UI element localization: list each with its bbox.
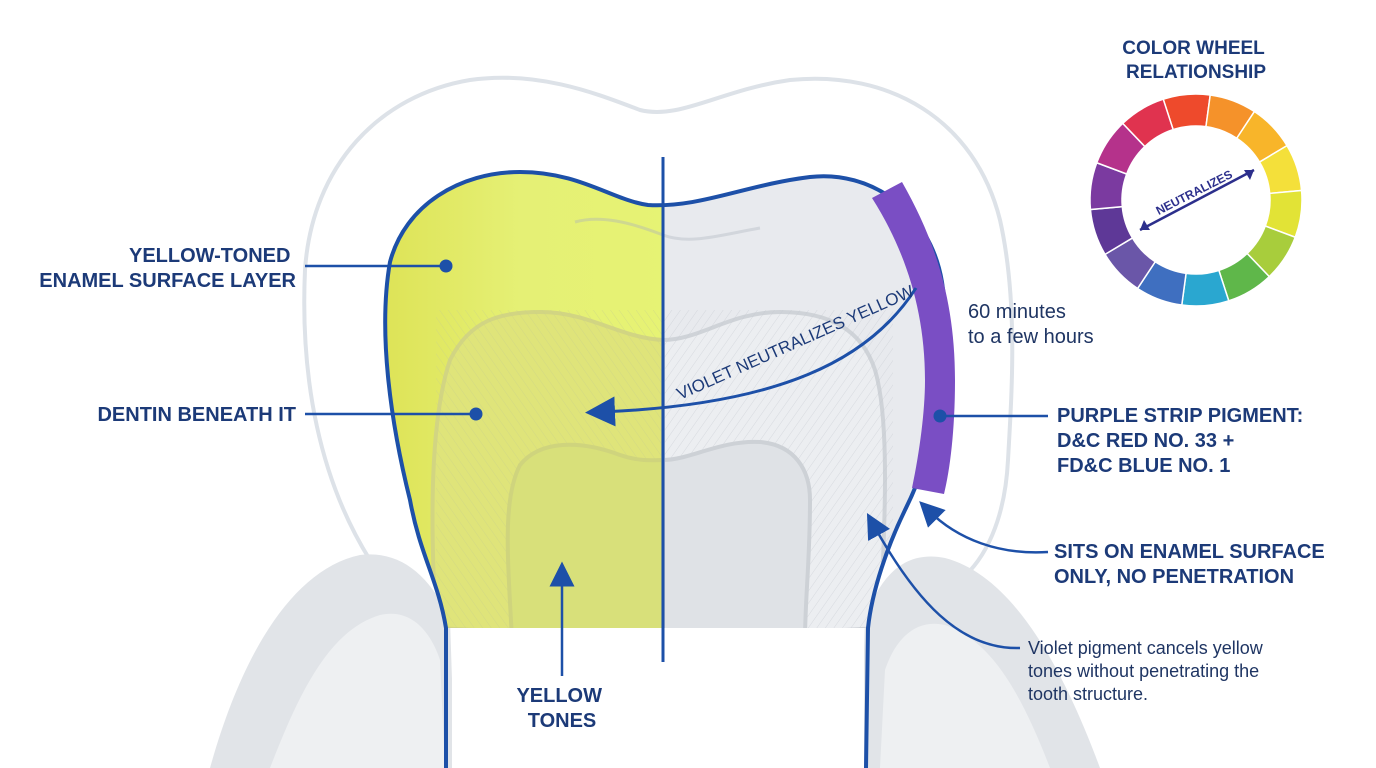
pulp-yellow [505,442,663,628]
dentin-dot [469,407,483,421]
neutralizes-label: NEUTRALIZES [1154,167,1235,218]
color-wheel-segments [1089,93,1303,307]
gum-right-inner [880,623,1050,768]
enamel-dot [439,259,453,273]
enamel-label: YELLOW-TONED ENAMEL SURFACE LAYER [39,245,296,292]
tooth-root-area [452,628,864,768]
violet-cancels-label: Violet pigment cancels yellow tones with… [1028,638,1268,704]
sits-on-label: SITS ON ENAMEL SURFACE ONLY, NO PENETRAT… [1054,541,1330,588]
pulp-grey [663,439,813,628]
yellow-tones-label: YELLOW TONES [516,685,607,732]
neutralizes-arrow [1139,168,1255,232]
violet-cancels-arrow [866,513,1021,650]
color-wheel: COLOR WHEEL RELATIONSHIP NEUTRALIZES [1089,38,1303,307]
duration-label: 60 minutes to a few hours [968,301,1094,348]
violet-neutralizes-arrow [585,287,918,427]
gum-left-inner [270,613,445,768]
purple-strip-dot [933,409,947,423]
dentin-label: DENTIN BENEATH IT [97,404,296,426]
tooth-outer-outline [302,75,1015,582]
tooth-crown [385,172,947,628]
color-wheel-segment [1121,98,1175,148]
purple-strip-label: PURPLE STRIP PIGMENT: D&C RED NO. 33 + F… [1057,405,1309,477]
sits-on-arrow [919,501,1049,554]
color-wheel-title: COLOR WHEEL RELATIONSHIP [1122,38,1269,83]
